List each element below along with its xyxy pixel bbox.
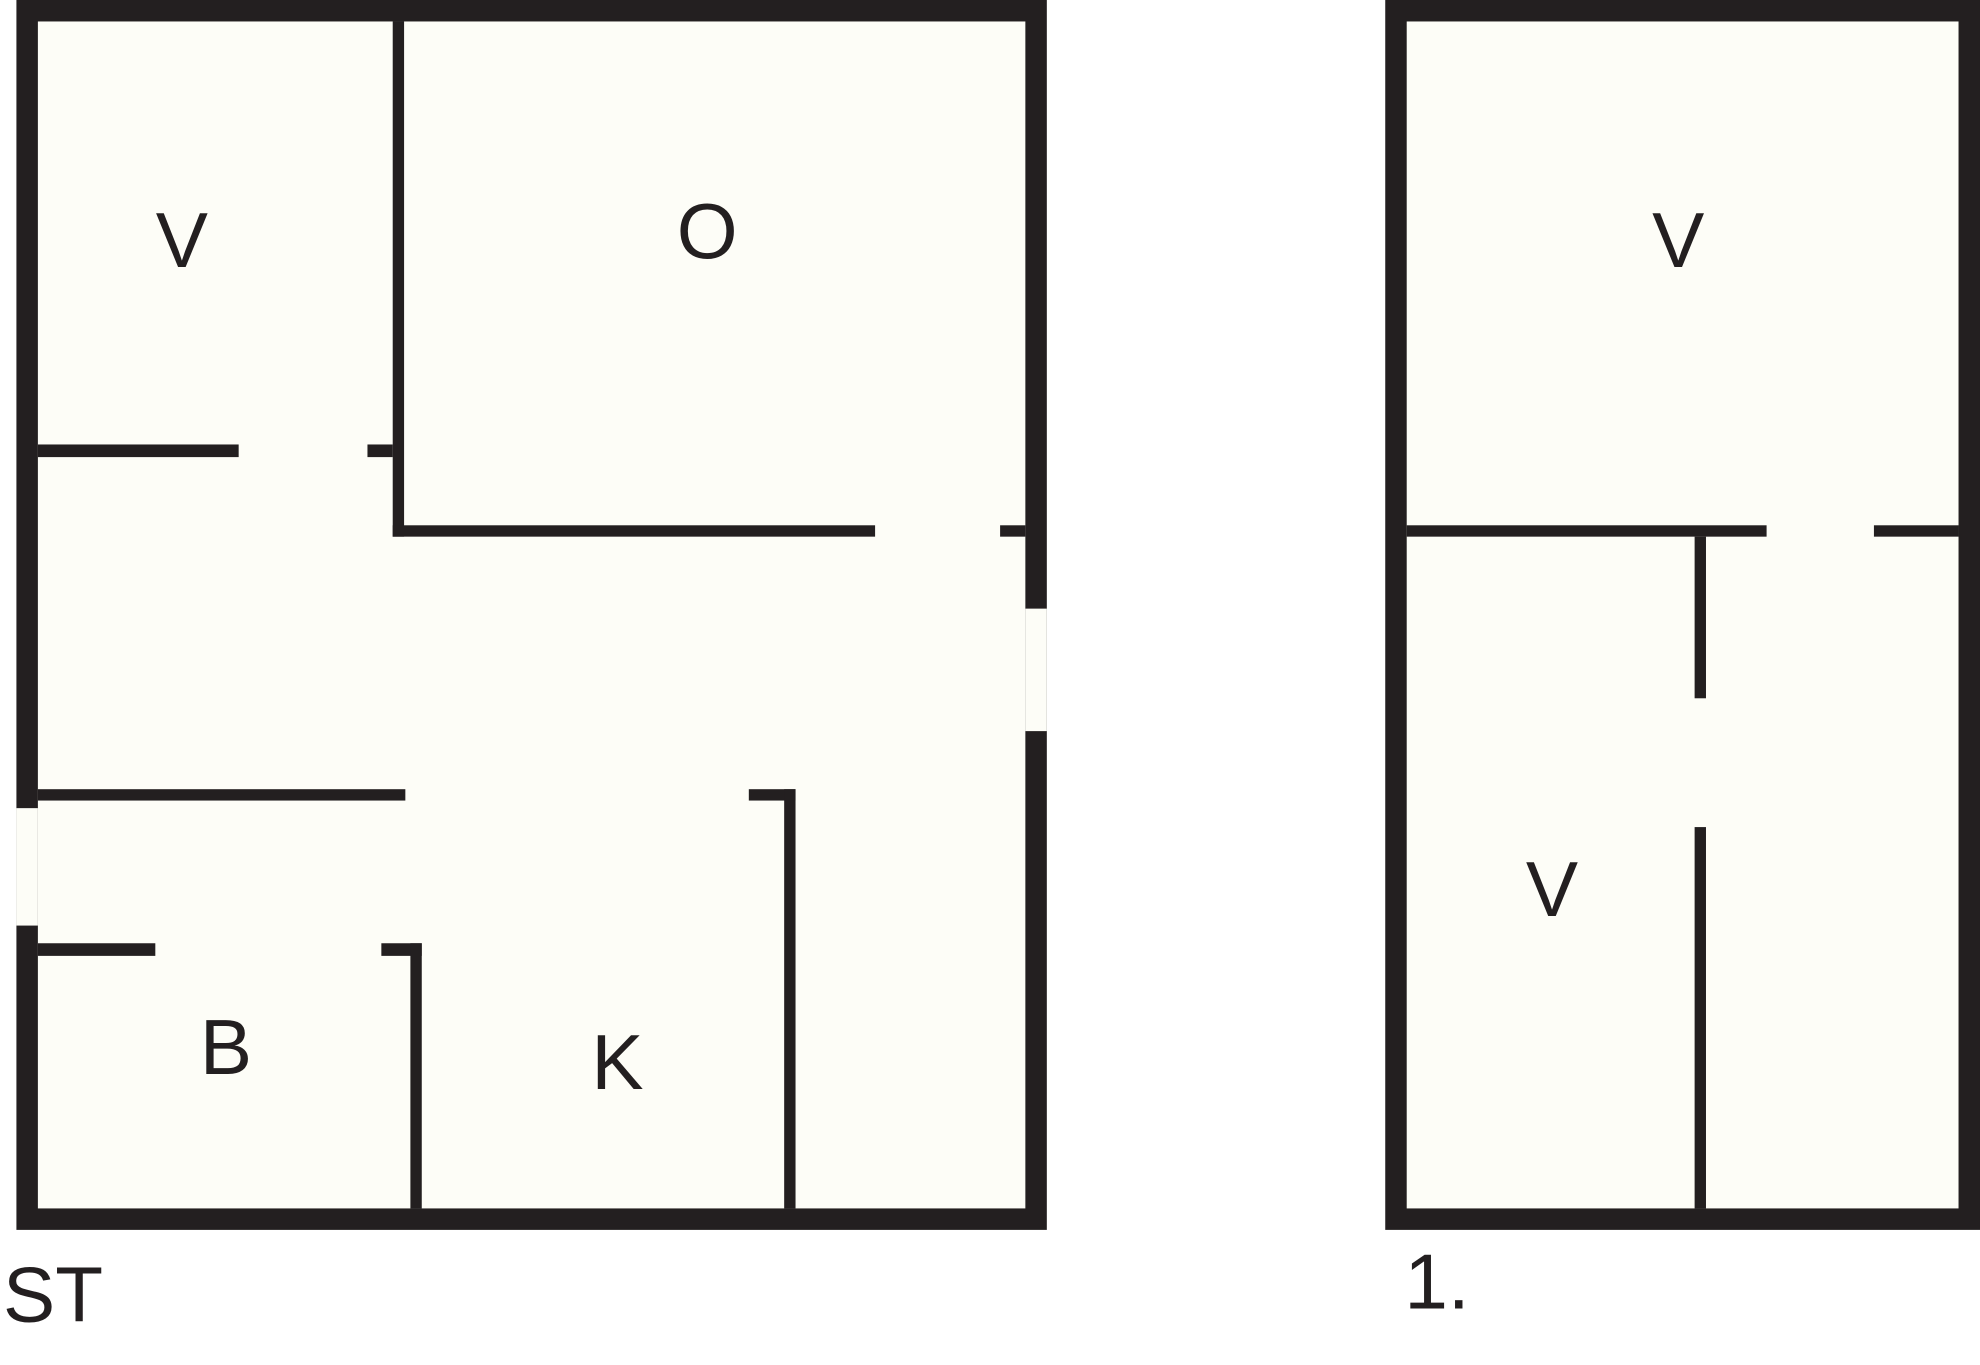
interior-wall (784, 789, 796, 1209)
interior-wall (367, 444, 393, 458)
ground-floor-plan: V O B K ST (3, 0, 1047, 1338)
interior-wall (410, 943, 422, 1209)
floor-area (37, 21, 1026, 1209)
interior-wall (392, 21, 405, 537)
interior-wall (1694, 536, 1706, 699)
interior-wall (37, 789, 406, 801)
interior-wall (37, 943, 156, 956)
room-label: V (1652, 196, 1704, 284)
room-label: B (200, 1003, 252, 1091)
floor-label: ST (3, 1250, 103, 1338)
room-label: K (591, 1018, 643, 1106)
first-floor-plan: V V 1. (1385, 0, 1980, 1326)
interior-wall (392, 525, 876, 537)
room-label: V (156, 196, 208, 284)
interior-wall (37, 444, 239, 458)
room-label: V (1526, 845, 1578, 933)
floor-label: 1. (1404, 1238, 1469, 1326)
interior-wall (1694, 827, 1706, 1209)
interior-wall (748, 789, 796, 801)
interior-wall (1873, 525, 1959, 537)
interior-wall (1406, 525, 1767, 537)
room-label: O (677, 187, 738, 275)
door-opening-west (16, 808, 38, 926)
door-opening-east (1025, 608, 1047, 732)
interior-wall (1000, 525, 1026, 537)
floor-area (1406, 21, 1959, 1209)
